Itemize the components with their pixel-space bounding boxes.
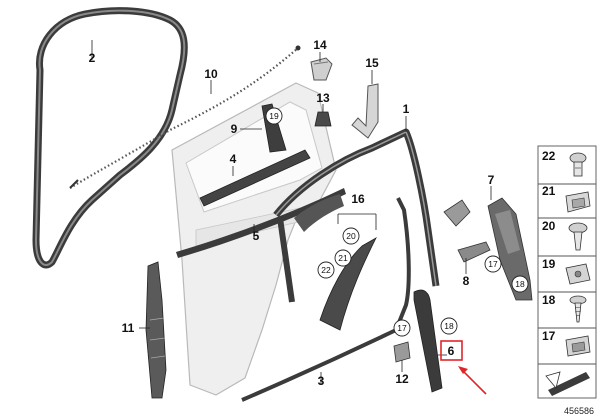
callout-4: 4 (230, 152, 237, 166)
leader-lines (91, 40, 492, 384)
callout-1: 1 (403, 102, 410, 116)
circled-22: 22 (321, 265, 331, 275)
legend-num-21: 21 (542, 184, 556, 198)
callout-7: 7 (488, 173, 495, 187)
bracket-part-15 (351, 83, 379, 139)
circled-17-right: 17 (488, 259, 498, 269)
bracket-part-8 (457, 241, 491, 263)
circled-17-left: 17 (397, 323, 407, 333)
fastener-legend: 22 21 20 19 18 17 (537, 145, 597, 399)
diagram-reference-number: 456586 (564, 406, 594, 416)
edge-strip-part-10 (69, 45, 301, 189)
callout-16: 16 (351, 192, 365, 206)
legend-num-19: 19 (542, 257, 556, 271)
highlight-arrow (458, 366, 487, 395)
strip-symbol-icon (545, 371, 590, 396)
callout-13: 13 (316, 91, 330, 105)
circled-18-left: 18 (444, 321, 454, 331)
legend-num-17: 17 (542, 329, 556, 343)
circled-18-right: 18 (515, 279, 525, 289)
callout-11: 11 (122, 321, 135, 335)
pillar-trim-part-7 (487, 197, 533, 301)
callout-6: 6 (448, 344, 455, 358)
callout-labels: 2 10 14 13 15 9 4 5 1 16 7 8 11 3 12 6 (89, 38, 495, 388)
seal-part-16 (294, 194, 377, 331)
circled-19: 19 (269, 111, 279, 121)
plastic-clip-icon (565, 191, 591, 213)
callout-15: 15 (365, 56, 379, 70)
legend-num-22: 22 (542, 149, 556, 163)
callout-14: 14 (313, 38, 327, 52)
bracket-part-14 (310, 57, 333, 81)
mushroom-clip-icon (568, 222, 588, 251)
door-seal-part-2 (32, 7, 188, 269)
callout-2: 2 (89, 51, 96, 65)
circled-references: 19 20 21 22 17 18 17 18 (265, 107, 529, 337)
square-nut-icon (565, 263, 591, 285)
bracket-upper-right (443, 199, 471, 227)
callout-8: 8 (463, 274, 470, 288)
belt-strip-part-4 (199, 149, 311, 207)
callout-5: 5 (253, 229, 260, 243)
callout-10: 10 (204, 67, 218, 81)
clip-part-13 (314, 111, 332, 127)
push-clip-icon (569, 152, 587, 177)
clip-nut-icon (565, 335, 591, 357)
callout-12: 12 (395, 372, 409, 386)
trim-part-11 (145, 261, 167, 399)
callout-9: 9 (231, 122, 238, 136)
bracket-part-12 (393, 341, 411, 363)
legend-num-18: 18 (542, 293, 556, 307)
screw-icon (569, 295, 587, 323)
legend-num-20: 20 (542, 219, 556, 233)
circled-21: 21 (338, 253, 348, 263)
circled-20: 20 (346, 231, 356, 241)
pillar-trim-part-6 (413, 289, 443, 393)
callout-3: 3 (318, 374, 325, 388)
highlight-box-part-6 (440, 340, 463, 361)
belt-strip-part-5 (176, 188, 346, 258)
